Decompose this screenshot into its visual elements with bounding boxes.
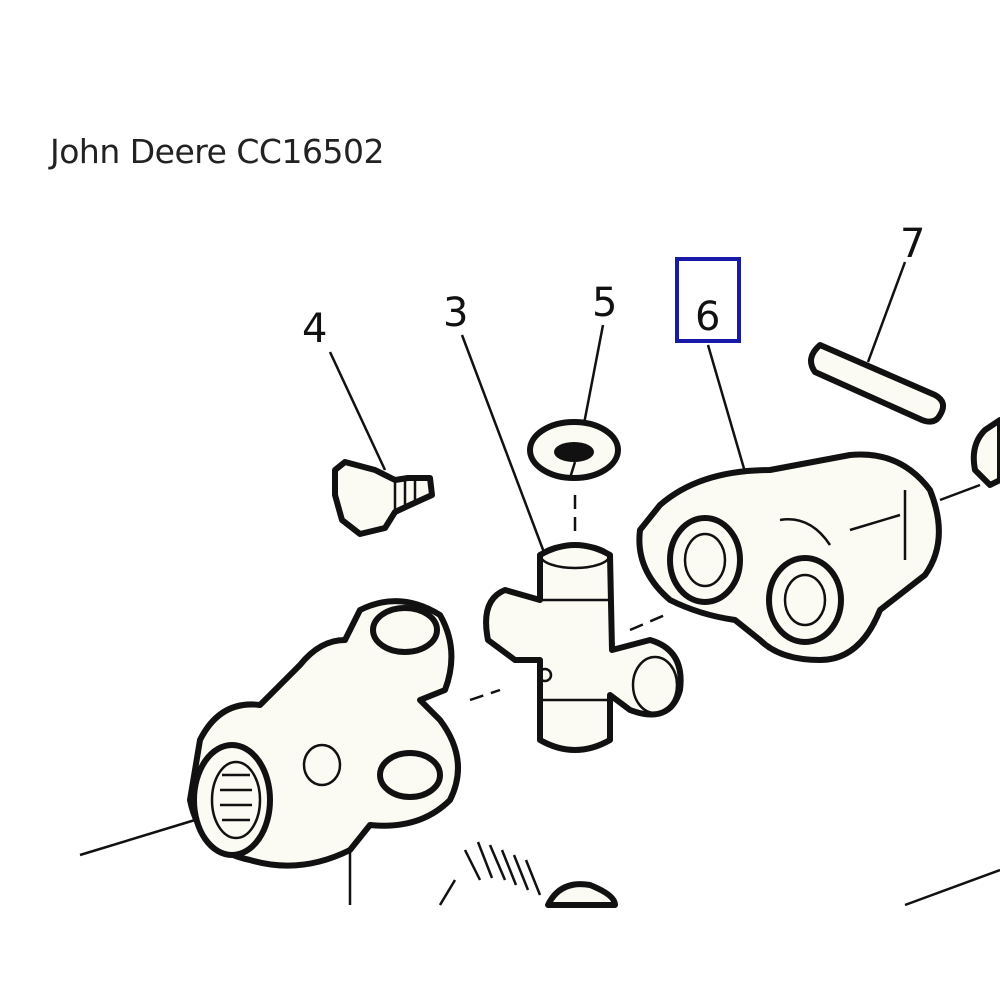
highlight-box-6 xyxy=(675,257,741,343)
part-4-grease-fitting[interactable] xyxy=(332,459,435,537)
part-7-pin[interactable] xyxy=(808,342,947,425)
part-6-yoke[interactable] xyxy=(636,451,981,663)
splined-yoke xyxy=(79,598,461,905)
leader-line-4 xyxy=(328,351,387,471)
leader-line-3 xyxy=(460,334,547,556)
leader-line-7 xyxy=(866,261,907,363)
partial-part-bottom xyxy=(545,868,1000,908)
callout-6[interactable]: 6 xyxy=(695,294,720,340)
part-3-cross-spider[interactable] xyxy=(469,495,684,753)
callout-4[interactable]: 4 xyxy=(302,306,327,352)
callout-5[interactable]: 5 xyxy=(592,280,617,326)
leader-line-6 xyxy=(706,344,747,473)
callout-7[interactable]: 7 xyxy=(900,221,925,267)
diagram-title: John Deere CC16502 xyxy=(50,132,384,171)
partial-part-right xyxy=(970,417,1000,488)
part-5-seal-ring[interactable] xyxy=(527,419,621,481)
spring xyxy=(438,841,542,906)
callout-3[interactable]: 3 xyxy=(443,290,468,336)
